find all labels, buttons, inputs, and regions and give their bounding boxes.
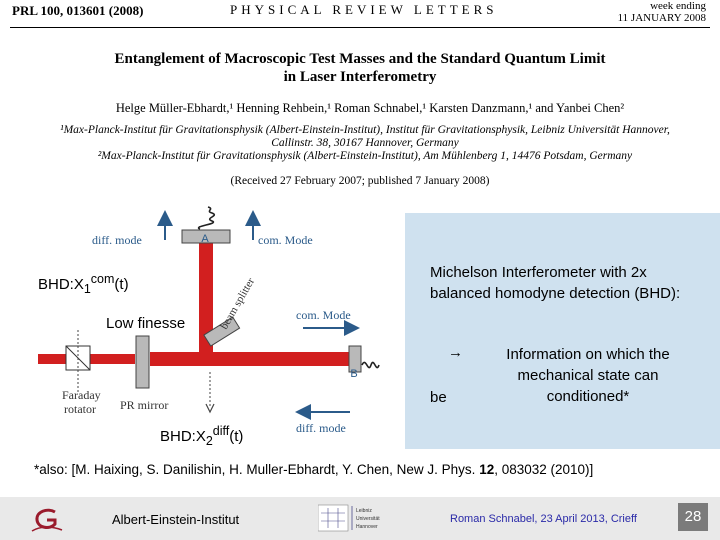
- diff-mode-label-top: diff. mode: [92, 233, 142, 247]
- bhd-common-label: BHD:X1com(t): [38, 272, 129, 296]
- diff-mode-label-bottom: diff. mode: [296, 421, 346, 435]
- low-finesse-label: Low finesse: [106, 315, 186, 332]
- aei-logo: [28, 506, 66, 534]
- paper-affiliations: ¹Max-Planck-Institut für Gravitationsphy…: [30, 124, 700, 163]
- issue-date: 11 JANUARY 2008: [617, 12, 706, 24]
- affiliation-1-line1: ¹Max-Planck-Institut für Gravitationsphy…: [60, 124, 670, 136]
- beam-horizontal-arm: [199, 352, 349, 366]
- paper-title: Entanglement of Macroscopic Test Masses …: [40, 50, 680, 86]
- beam-vertical-arm: [199, 243, 213, 366]
- faraday-label-line1: Faraday: [62, 388, 101, 402]
- faraday-label-line2: rotator: [64, 402, 96, 416]
- journal-name: PHYSICAL REVIEW LETTERS: [230, 2, 498, 17]
- journal-reference: PRL 100, 013601 (2008): [12, 3, 144, 18]
- issue-date-block: week ending 11 JANUARY 2008: [618, 0, 706, 24]
- paper-title-line2: in Laser Interferometry: [283, 69, 437, 85]
- implies-arrow-icon: →: [448, 344, 463, 361]
- panel-heading: Michelson Interferometer with 2x balance…: [430, 264, 681, 302]
- pr-mirror-label: PR mirror: [120, 398, 168, 412]
- header-rule: [10, 27, 710, 28]
- reference-note: *also: [M. Haixing, S. Danilishin, H. Mu…: [34, 462, 594, 477]
- beam-splitter: [203, 316, 241, 347]
- uni-line2: Universität: [356, 516, 380, 522]
- uni-line3: Hannover: [356, 524, 378, 530]
- com-mode-label-right: com. Mode: [296, 308, 351, 322]
- uni-line1: Leibniz: [356, 508, 372, 514]
- dark-port-arrow-icon: [205, 403, 215, 414]
- leibniz-university-logo: Leibniz Universität Hannover: [318, 504, 380, 532]
- paper-authors: Helge Müller-Ebhardt,¹ Henning Rehbein,¹…: [115, 101, 625, 115]
- mirror-a: [181, 229, 231, 244]
- label-a: A: [201, 233, 209, 245]
- presenter-and-date: Roman Schnabel, 23 April 2013, Crieff: [450, 513, 637, 525]
- slide-footer: [0, 497, 720, 540]
- explanation-panel: [405, 213, 720, 449]
- page-number: 28: [678, 503, 708, 531]
- received-date: (Received 27 February 2007; published 7 …: [230, 175, 490, 187]
- panel-info: Information on which the mechanical stat…: [468, 344, 708, 407]
- bhd-differential-label: BHD:X2diff(t): [160, 424, 244, 448]
- beam-to-pr-mirror: [150, 352, 202, 366]
- interferometer-diagram: A diff. mode com. Mode beam splitter PR …: [38, 206, 380, 435]
- beam-splitter-label: beam splitter: [218, 276, 257, 332]
- panel-info-text: Information on which the mechanical stat…: [506, 346, 670, 384]
- pr-mirror: [135, 335, 150, 389]
- mirror-b: [348, 345, 362, 373]
- week-label: week ending: [650, 0, 706, 12]
- com-mode-label-top: com. Mode: [258, 233, 313, 247]
- label-b: B: [350, 368, 357, 380]
- panel-conditioned: conditioned*: [546, 388, 630, 405]
- institute-name: Albert-Einstein-Institut: [112, 512, 240, 527]
- paper-title-line1: Entanglement of Macroscopic Test Masses …: [114, 51, 606, 67]
- spring-b-icon: [361, 361, 380, 369]
- affiliation-1-line2: Callinstr. 38, 30167 Hannover, Germany: [271, 137, 459, 149]
- panel-be: be: [430, 389, 447, 406]
- affiliation-2: ²Max-Planck-Institut für Gravitationsphy…: [97, 150, 633, 162]
- spring-a-icon: [197, 206, 216, 230]
